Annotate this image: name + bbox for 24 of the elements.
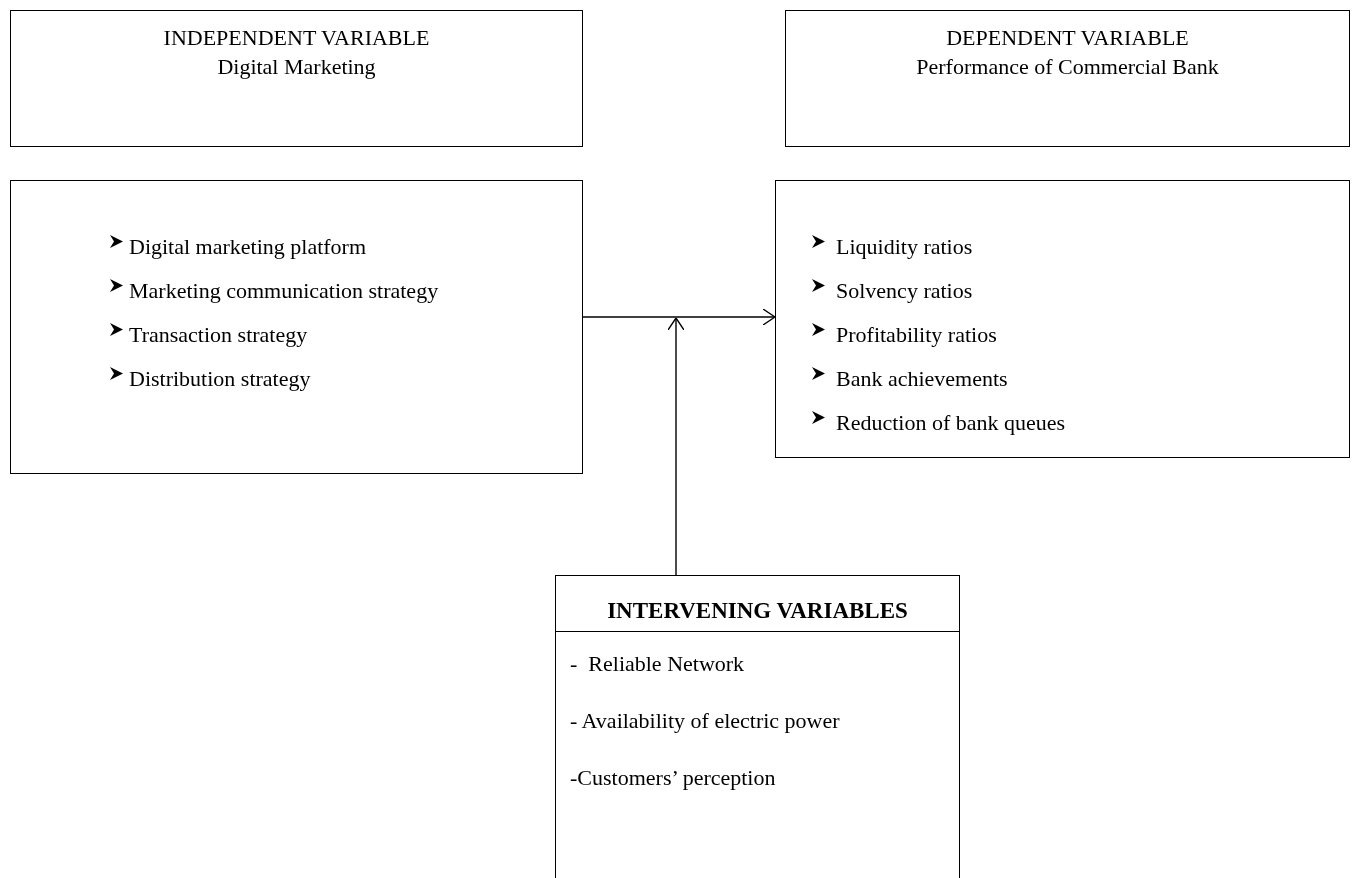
- intervening-variables-box: [555, 575, 960, 878]
- list-item: Profitability ratios: [836, 321, 998, 349]
- variable-name: Digital Marketing: [216, 53, 377, 81]
- arrow: [582, 308, 776, 326]
- list-item: -Customers’ perception: [570, 764, 776, 792]
- list-item: Marketing communication strategy: [129, 277, 440, 305]
- variable-type: DEPENDENT VARIABLE: [945, 24, 1190, 52]
- list-item: Liquidity ratios: [836, 233, 974, 261]
- list-item: Bank achievements: [836, 365, 1009, 393]
- variable-name: Performance of Commercial Bank: [915, 53, 1220, 81]
- box-heading: INTERVENING VARIABLES: [606, 597, 909, 625]
- list-item: - Reliable Network: [570, 650, 745, 678]
- arrow: [667, 317, 685, 576]
- list-item: Reduction of bank queues: [836, 409, 1067, 437]
- list-item: Digital marketing platform: [129, 233, 368, 261]
- list-item: Transaction strategy: [129, 321, 309, 349]
- list-item: Solvency ratios: [836, 277, 974, 305]
- list-item: Distribution strategy: [129, 365, 312, 393]
- variable-heading-box: [785, 10, 1350, 147]
- indicator-list-box: [775, 180, 1350, 458]
- indicator-list-box: [10, 180, 583, 474]
- list-item: - Availability of electric power: [570, 707, 840, 735]
- variable-heading-box: [10, 10, 583, 147]
- variable-type: INDEPENDENT VARIABLE: [162, 24, 431, 52]
